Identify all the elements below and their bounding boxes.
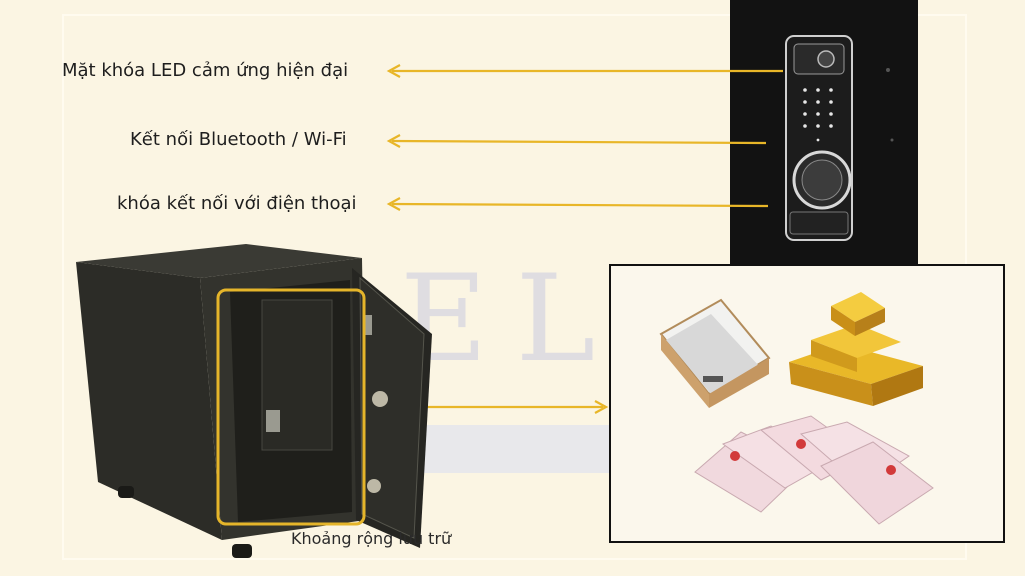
arrow-phone bbox=[391, 202, 769, 208]
arrow-connectivity bbox=[391, 139, 767, 145]
documents-icon bbox=[694, 415, 934, 525]
storage-caption: Khoảng rộng lưu trữ bbox=[291, 529, 452, 548]
lock-panel-photo bbox=[730, 0, 918, 265]
storage-highlight-box bbox=[216, 288, 366, 526]
digital-lock-icon bbox=[785, 35, 894, 241]
storage-examples-art bbox=[659, 292, 934, 525]
book-safe-icon bbox=[659, 298, 771, 408]
storage-examples-panel bbox=[609, 264, 1005, 543]
feature-label-connectivity: Kết nối Bluetooth / Wi-Fi bbox=[130, 129, 347, 150]
feature-label-led: Mặt khóa LED cảm ứng hiện đại bbox=[62, 60, 349, 81]
arrow-phone-head bbox=[386, 197, 401, 211]
feature-label-phone: khóa kết nối với điện thoại bbox=[117, 193, 357, 214]
gold-bars-icon bbox=[789, 292, 923, 406]
arrow-led-head bbox=[386, 64, 401, 78]
arrow-storage-head bbox=[594, 400, 609, 414]
arrow-connectivity-head bbox=[386, 134, 401, 148]
